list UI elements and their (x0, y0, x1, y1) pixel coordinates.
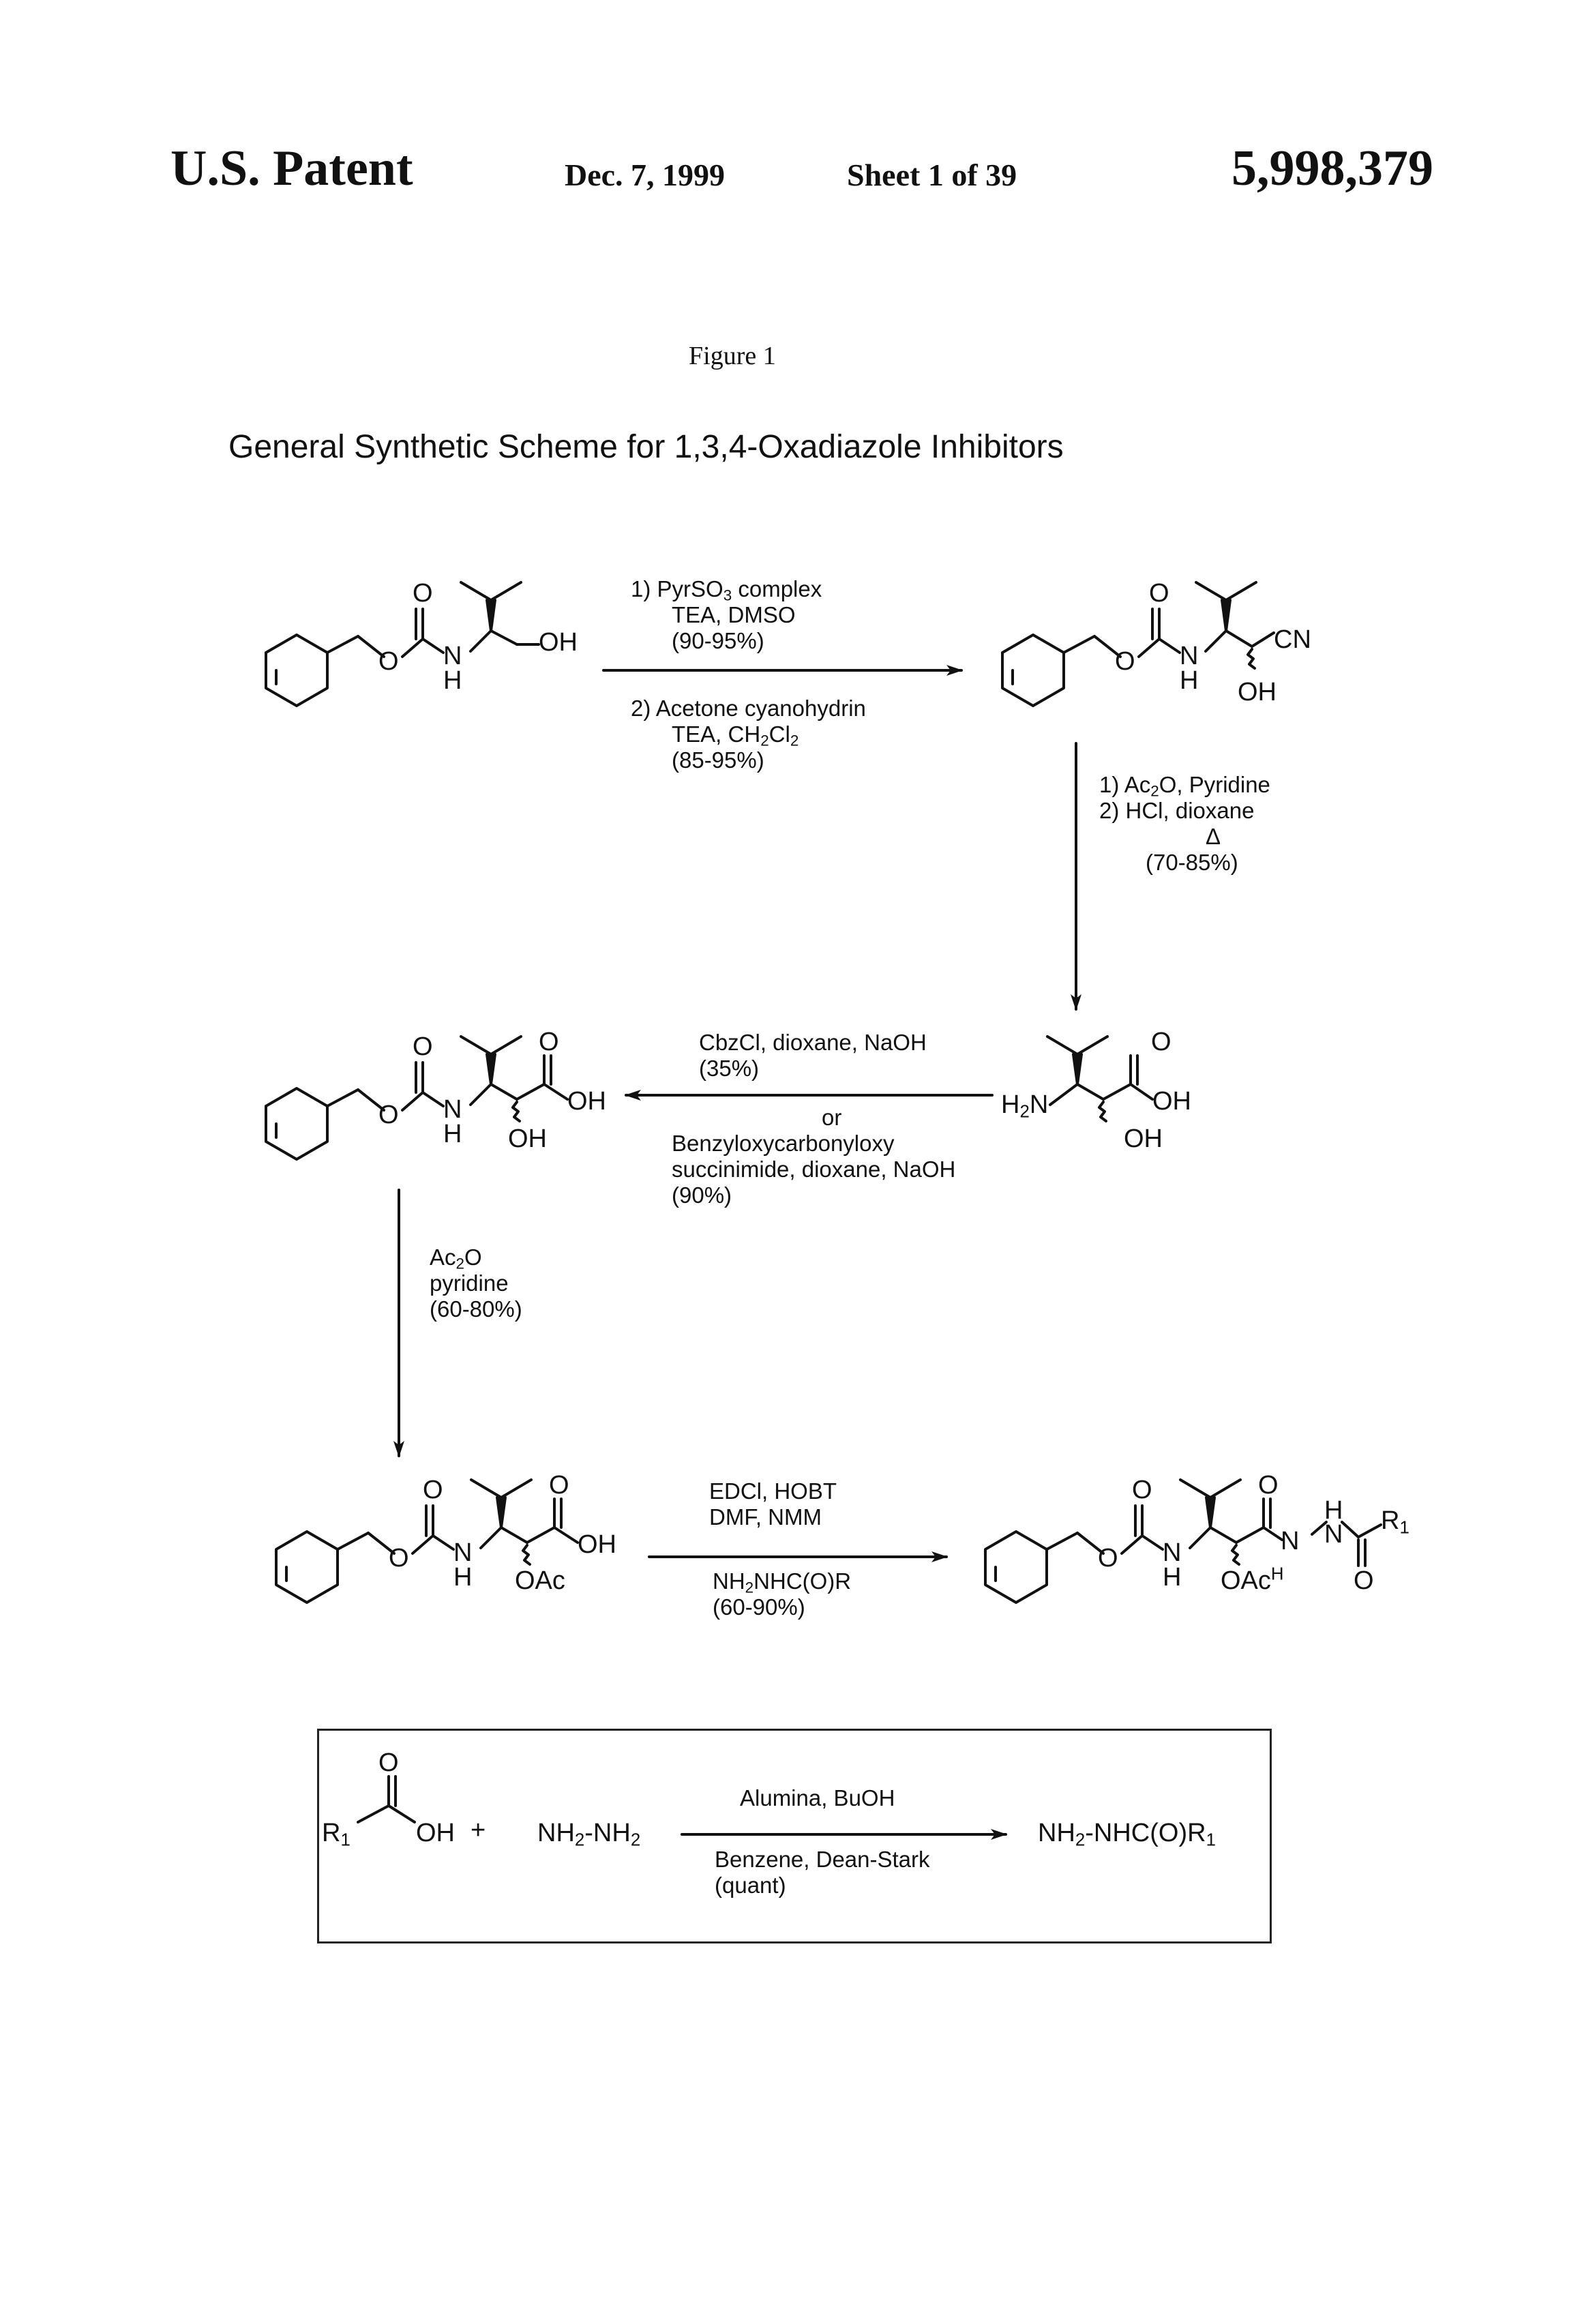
step5-reagent: NH2NHC(O)R (713, 1568, 851, 1594)
atom-label: H (443, 667, 462, 694)
step1-reagent: 2) Acetone cyanohydrin (631, 696, 866, 721)
step5-reagent: EDCl, HOBT (709, 1478, 837, 1504)
step4-yield: (60-80%) (430, 1296, 522, 1322)
side-yield: (quant) (715, 1873, 786, 1898)
step3-yield: (35%) (699, 1056, 759, 1082)
atom-label: CN (1274, 626, 1311, 653)
step2-reagent: 2) HCl, dioxane (1099, 798, 1254, 824)
step4-reagent: pyridine (430, 1270, 509, 1296)
step1-yield: (85-95%) (672, 747, 764, 773)
atom-label: OAcH (1221, 1567, 1284, 1594)
atom-label: O (378, 1749, 399, 1776)
atom-label: O (413, 1033, 433, 1060)
atom-label: N (1163, 1539, 1181, 1566)
atom-label: OAc (515, 1567, 565, 1594)
atom-label: O (1149, 580, 1169, 607)
atom-label: O (1354, 1567, 1374, 1594)
step3-reagent: CbzCl, dioxane, NaOH (699, 1030, 927, 1056)
atom-label: O (413, 580, 433, 607)
atom-label: N (443, 1096, 462, 1123)
atom-label: O (539, 1028, 559, 1056)
side-reagent: Benzene, Dean-Stark (715, 1847, 930, 1873)
atom-label: O (1151, 1028, 1171, 1056)
step1-reagent: 1) PyrSO3 complex (631, 576, 822, 602)
compound-cbz-valinol (266, 582, 539, 706)
step2-yield: (70-85%) (1146, 850, 1238, 876)
atom-label: O (1098, 1545, 1118, 1572)
step3-or: or (822, 1105, 841, 1131)
step5-yield: (60-90%) (713, 1594, 805, 1620)
step5-reagent: DMF, NMM (709, 1504, 822, 1530)
atom-label: N (1324, 1521, 1343, 1548)
atom-label: H2N (1001, 1091, 1048, 1118)
hydrazine: NH2-NH2 (537, 1819, 640, 1847)
atom-label: OH (1124, 1125, 1163, 1152)
atom-label: OH (567, 1088, 606, 1115)
atom-label: H (453, 1564, 472, 1591)
atom-label: O (1258, 1472, 1279, 1499)
atom-label: OH (1238, 679, 1277, 706)
step3-yield: (90%) (672, 1182, 732, 1208)
atom-label: O (549, 1472, 569, 1499)
atom-label: O (1115, 648, 1135, 675)
compound-diacylhydrazine (985, 1480, 1381, 1603)
step4-reagent: Ac2O (430, 1245, 482, 1270)
step3-reagent: Benzyloxycarbonyloxy (672, 1131, 895, 1157)
atom-label: R1 (1381, 1507, 1409, 1534)
step1-reagent: TEA, DMSO (672, 602, 796, 628)
atom-label: O (423, 1476, 443, 1504)
atom-label: N (453, 1539, 472, 1566)
atom-label: N (1281, 1528, 1299, 1555)
atom-label: O (378, 1101, 399, 1129)
step1-yield: (90-95%) (672, 628, 764, 654)
step1-reagent: TEA, CH2Cl2 (672, 721, 799, 747)
compound-cyanohydrin (1002, 582, 1274, 706)
atom-label: H (1163, 1564, 1181, 1591)
compound-amino-hydroxy-acid (1047, 1037, 1152, 1121)
atom-label: OH (578, 1531, 616, 1558)
atom-label: N (443, 642, 462, 670)
hydrazide-product: NH2-NHC(O)R1 (1038, 1819, 1216, 1847)
atom-label: O (389, 1545, 409, 1572)
step3-reagent: succinimide, dioxane, NaOH (672, 1157, 955, 1182)
atom-label: OH (539, 629, 578, 656)
atom-label: OH (508, 1125, 547, 1152)
atom-label: H (1180, 667, 1198, 694)
atom-label: H (443, 1120, 462, 1148)
atom-label: O (378, 648, 399, 675)
atom-label: OH (1152, 1088, 1191, 1115)
plus-sign: + (471, 1817, 486, 1844)
step2-reagent: 1) Ac2O, Pyridine (1099, 772, 1270, 798)
atom-label: O (1132, 1476, 1152, 1504)
atom-label: N (1180, 642, 1198, 670)
atom-label: OH (416, 1819, 455, 1847)
atom-label: R1 (322, 1819, 350, 1847)
step2-reagent: Δ (1206, 824, 1221, 850)
side-reagent: Alumina, BuOH (740, 1785, 895, 1811)
